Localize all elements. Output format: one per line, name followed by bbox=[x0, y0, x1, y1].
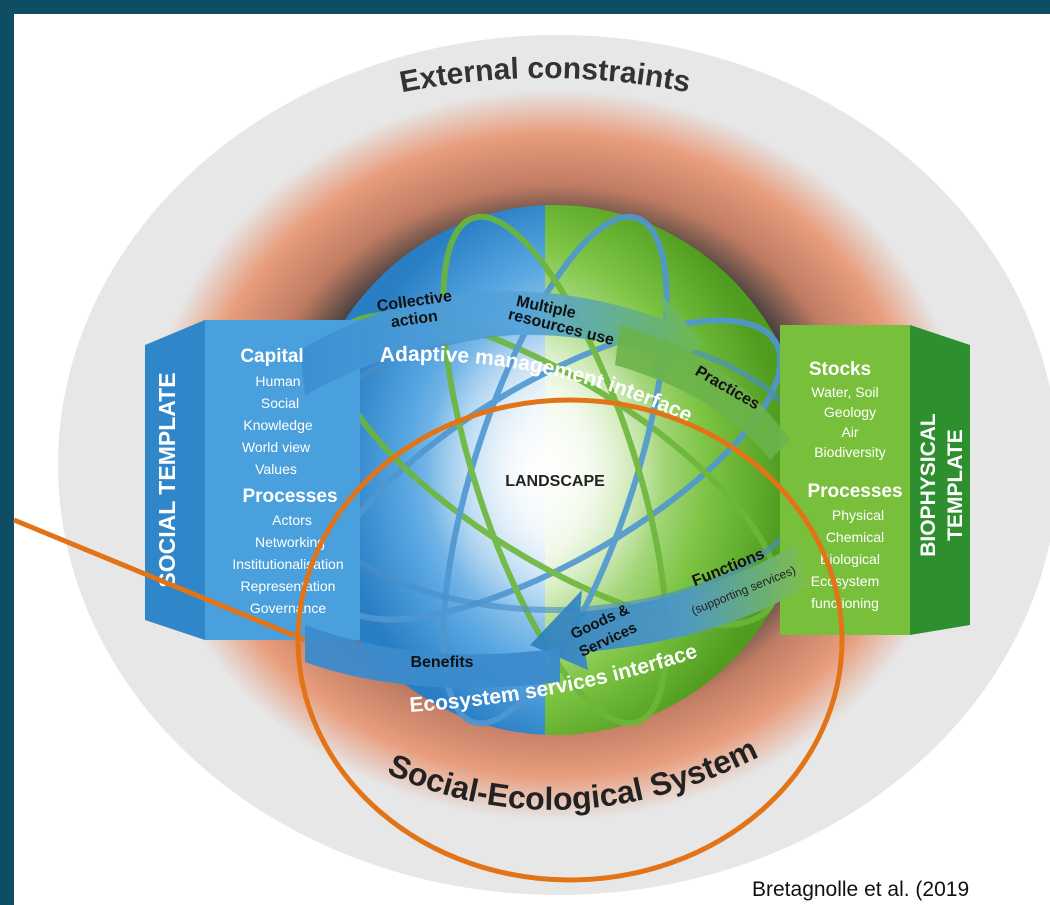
capital-heading: Capital bbox=[240, 346, 303, 367]
citation: Bretagnolle et al. (2019 bbox=[752, 878, 970, 901]
capital-item-human: Human bbox=[255, 373, 300, 389]
social-template-title: SOCIAL TEMPLATE bbox=[154, 372, 180, 587]
capital-item-values: Values bbox=[255, 461, 297, 477]
adaptive-management-arrow bbox=[300, 291, 705, 395]
left-frame-band bbox=[0, 0, 14, 905]
process-item-representation: Representation bbox=[241, 578, 336, 594]
bio-process-functioning: functioning bbox=[811, 595, 879, 611]
ecosystem-services-arrow bbox=[530, 545, 810, 670]
biophysical-template-content: Stocks Water, Soil Geology Air Biodivers… bbox=[807, 359, 902, 611]
process-item-actors: Actors bbox=[272, 512, 312, 528]
stocks-item-biodiversity: Biodiversity bbox=[814, 444, 886, 460]
stocks-item-geology: Geology bbox=[824, 404, 876, 420]
process-item-networking: Networking bbox=[255, 534, 325, 550]
capital-item-social: Social bbox=[261, 395, 299, 411]
social-template-box bbox=[145, 320, 360, 640]
benefits-band bbox=[305, 625, 560, 688]
biophysical-title-line1: BIOPHYSICAL bbox=[917, 413, 940, 557]
pointer-line bbox=[13, 517, 306, 643]
process-item-institutionalisation: Institutionalisation bbox=[232, 556, 343, 572]
practices-band bbox=[615, 325, 790, 460]
capital-item-world-view: World view bbox=[242, 439, 311, 455]
biophysical-template-box bbox=[780, 325, 970, 635]
collective-action-line2: action bbox=[390, 308, 439, 331]
highlight-circle bbox=[295, 397, 845, 883]
capital-item-knowledge: Knowledge bbox=[243, 417, 312, 433]
stocks-item-water-soil: Water, Soil bbox=[811, 384, 878, 400]
bio-process-physical: Physical bbox=[832, 507, 884, 523]
biophysical-title-line2: TEMPLATE bbox=[944, 429, 967, 541]
benefits-label: Benefits bbox=[410, 654, 473, 671]
social-processes-heading: Processes bbox=[242, 486, 337, 507]
stocks-heading: Stocks bbox=[809, 359, 871, 380]
bio-process-ecosystem: Ecosystem bbox=[811, 573, 879, 589]
process-item-governance: Governance bbox=[250, 600, 326, 616]
bio-processes-heading: Processes bbox=[807, 481, 902, 502]
landscape-label: LANDSCAPE bbox=[505, 473, 605, 490]
bio-process-chemical: Chemical bbox=[826, 529, 884, 545]
stocks-item-air: Air bbox=[841, 424, 858, 440]
bio-process-biological: Biological bbox=[820, 551, 880, 567]
top-frame-band bbox=[0, 0, 1050, 14]
